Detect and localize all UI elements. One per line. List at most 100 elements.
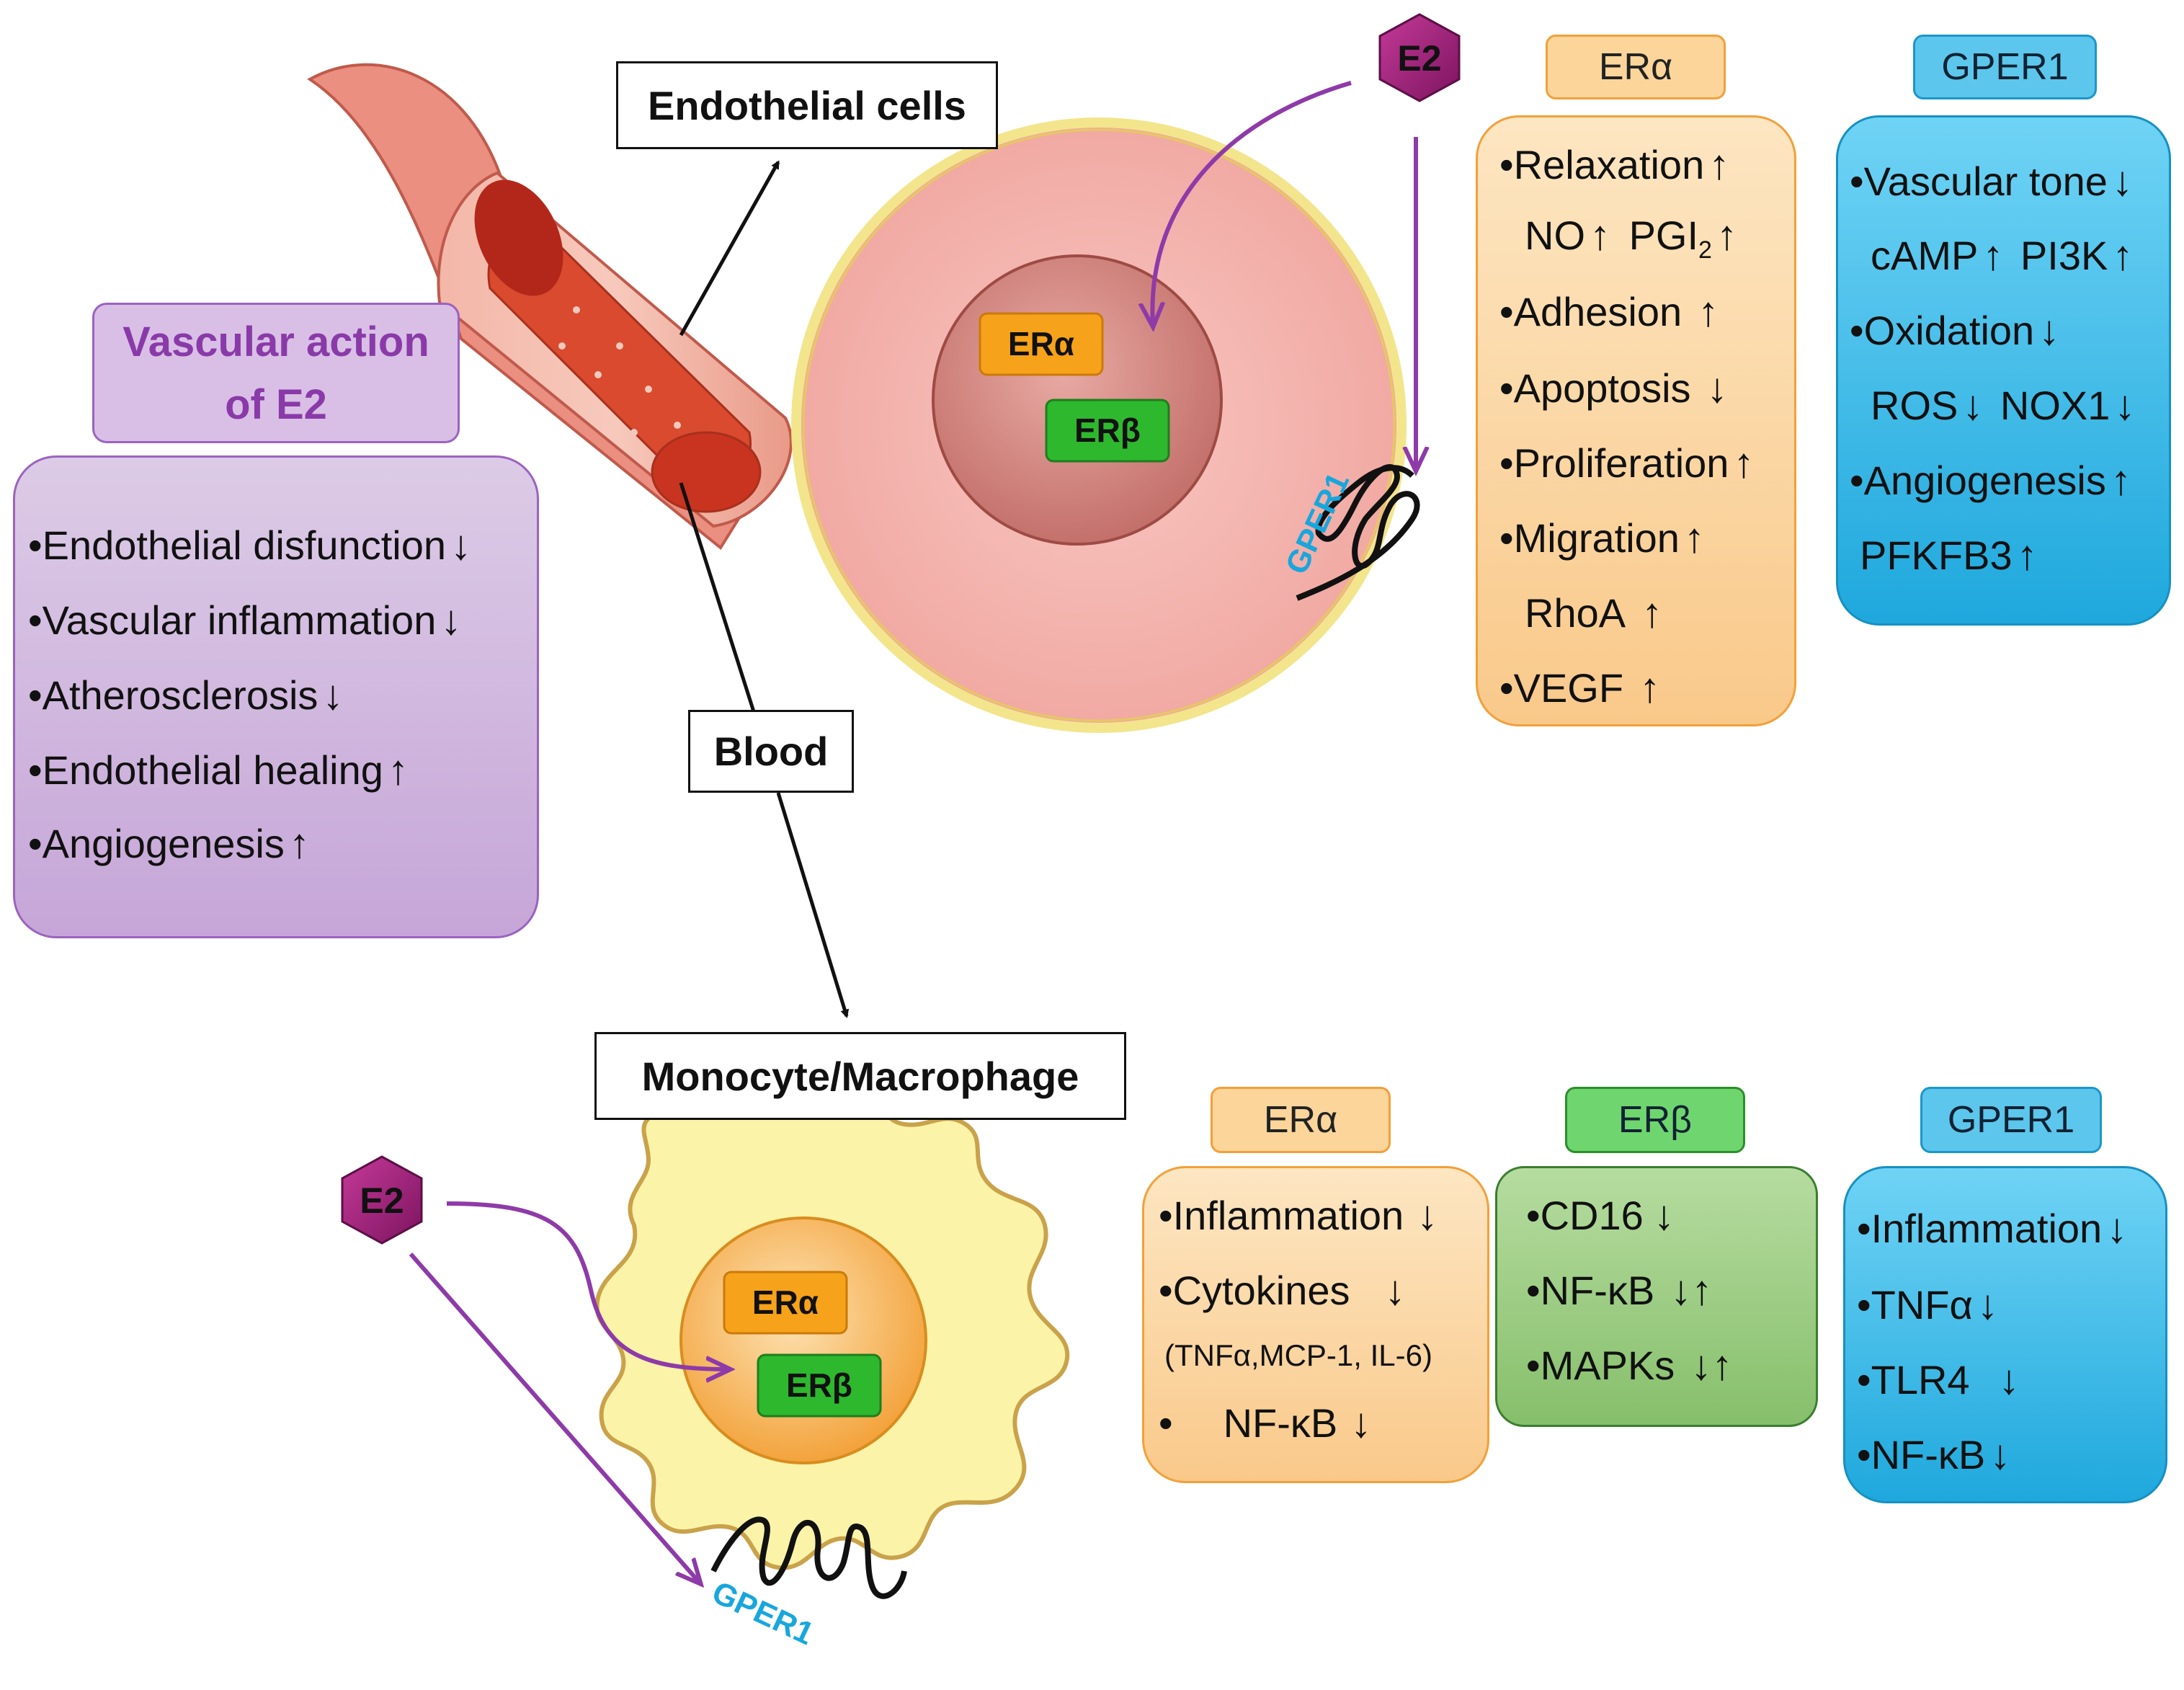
endothelial-cells-label: Endothelial cells [616, 61, 998, 149]
up-arrow-icon: ↑ [1982, 232, 2004, 279]
blood-vessel-illustration [307, 63, 795, 550]
vascular-action-panel: •Endothelial disfunction↓ •Vascular infl… [13, 455, 539, 938]
erb-nfkb-item: •NF-κB↓↑ [1526, 1267, 1713, 1314]
monocyte-cell: ERα ERβ GPER1 [594, 1078, 1070, 1652]
up-arrow-icon: ↑ [1708, 141, 1730, 188]
vascular-action-title: Vascular action of E2 [92, 303, 460, 443]
tnfa-item: •TNFα↓ [1857, 1281, 1998, 1328]
line-vessel-to-blood [679, 482, 759, 721]
up-arrow-icon: ↑ [2112, 232, 2134, 279]
down-arrow-icon: ↓ [1417, 1192, 1438, 1239]
down-arrow-icon: ↓ [322, 672, 344, 719]
down-arrow-icon: ↓ [1706, 365, 1728, 412]
monocyte-nucleus [679, 1217, 927, 1464]
down-arrow-icon: ↓ [1962, 382, 1984, 429]
mono-gper1-header: GPER1 [1920, 1087, 2102, 1153]
mono-gper1-receptor [710, 1516, 907, 1599]
e2-hormone-top: E2 [1378, 13, 1461, 102]
gper-nfkb-item: •NF-κB↓ [1857, 1431, 2011, 1478]
down-arrow-icon: ↓ [2038, 307, 2060, 354]
rhoa-item: RhoA↑ [1525, 590, 1663, 636]
up-arrow-icon: ↑ [1698, 288, 1719, 335]
e2-to-nucleus-arrow [1152, 81, 1352, 324]
up-arrow-icon: ↑ [1716, 212, 1737, 259]
down-arrow-icon: ↓ [440, 597, 462, 644]
mono-era-receptor [723, 1271, 848, 1335]
down-arrow-icon: ↓ [450, 522, 471, 569]
arrow-vessel-to-endothelial [679, 160, 780, 337]
tlr4-item: •TLR4↓ [1857, 1356, 2020, 1403]
svg-text:GPER1: GPER1 [707, 1575, 819, 1652]
mono-era-header: ERα [1211, 1087, 1391, 1153]
down-arrow-icon: ↓ [1384, 1267, 1406, 1314]
blood-label: Blood [688, 710, 854, 793]
proliferation-item: •Proliferation↑ [1499, 440, 1755, 486]
down-arrow-icon: ↓ [1653, 1192, 1675, 1239]
mapks-item: •MAPKs↓↑ [1526, 1342, 1733, 1389]
vascular-title-line2: of E2 [225, 381, 327, 428]
e2-to-mono-nucleus-arrow [446, 1201, 728, 1369]
relaxation-item: •Relaxation↑ [1499, 141, 1730, 188]
gper-inflammation-item: •Inflammation↓ [1857, 1205, 2128, 1252]
migration-item: •Migration↑ [1499, 515, 1705, 561]
up-arrow-icon: ↑ [288, 820, 310, 867]
camp-pi3k-item: cAMP↑ PI3K↑ [1871, 232, 2134, 279]
svg-text:ERα: ERα [1008, 325, 1074, 363]
down-arrow-icon: ↓ [2111, 158, 2133, 205]
svg-text:E2: E2 [1397, 38, 1441, 79]
cytokine-list: (TNFα,MCP-1, IL-6) [1164, 1338, 1432, 1372]
vascular-title-line1: Vascular action [122, 318, 429, 365]
monocyte-macrophage-label: Monocyte/Macrophage [594, 1032, 1126, 1120]
angiogenesis-item: •Angiogenesis↑ [1850, 457, 2131, 504]
mono-erb-panel: •CD16↓ •NF-κB↓↑ •MAPKs↓↑ [1495, 1166, 1818, 1427]
mono-gper1-panel: •Inflammation↓ •TNFα↓ •TLR4↓ •NF-κB↓ [1843, 1166, 2167, 1503]
vascular-item-5: •Angiogenesis↑ [28, 820, 310, 867]
up-arrow-icon: ↑ [1590, 212, 1610, 259]
endo-gper1-panel: •Vascular tone↓ cAMP↑ PI3K↑ •Oxidation↓ … [1836, 115, 2171, 626]
pfkfb3-item: PFKFB3↑ [1860, 532, 2038, 579]
endo-gper1-header: GPER1 [1913, 35, 2097, 99]
vegf-item: •VEGF↑ [1499, 664, 1661, 711]
down-up-arrow-icon: ↓↑ [1690, 1342, 1733, 1389]
down-arrow-icon: ↓ [1976, 1281, 1998, 1328]
vascular-item-2: •Vascular inflammation↓ [28, 597, 462, 644]
ros-nox1-item: ROS↓ NOX1↓ [1871, 382, 2136, 429]
down-arrow-icon: ↓ [1989, 1431, 2011, 1478]
vascular-item-1: •Endothelial disfunction↓ [28, 522, 471, 569]
mono-nfkb-item: •NF-κB↓ [1159, 1400, 1372, 1446]
endo-era-receptor [979, 312, 1104, 376]
endo-era-header: ERα [1546, 35, 1726, 99]
cytokines-item: •Cytokines↓ [1159, 1267, 1406, 1314]
down-arrow-icon: ↓ [2114, 382, 2136, 429]
mono-erb-receptor [757, 1353, 882, 1418]
down-arrow-icon: ↓ [2106, 1205, 2128, 1252]
endo-erb-receptor [1045, 399, 1170, 463]
svg-text:ERβ: ERβ [786, 1366, 852, 1404]
up-arrow-icon: ↑ [2016, 532, 2038, 579]
svg-text:ERβ: ERβ [1074, 412, 1141, 449]
e2-to-mono-gper1-arrow [409, 1253, 699, 1582]
mono-era-panel: •Inflammation↓ •Cytokines↓ (TNFα,MCP-1, … [1142, 1166, 1489, 1483]
vascular-item-4: •Endothelial healing↑ [28, 747, 409, 793]
vascular-item-3: •Atherosclerosis↓ [28, 672, 344, 719]
endo-gper1-receptor [1296, 464, 1420, 601]
endo-era-panel: •Relaxation↑ NO↑ PGI2↑ •Adhesion↑ •Apopt… [1476, 115, 1796, 726]
mono-inflammation-item: •Inflammation↓ [1159, 1192, 1438, 1239]
adhesion-item: •Adhesion↑ [1499, 288, 1719, 335]
up-arrow-icon: ↑ [1683, 515, 1705, 561]
arrow-blood-to-monocyte [776, 792, 850, 1018]
svg-text:E2: E2 [360, 1180, 404, 1221]
up-arrow-icon: ↑ [387, 747, 409, 793]
vascular-tone-item: •Vascular tone↓ [1850, 158, 2133, 205]
up-arrow-icon: ↑ [1733, 440, 1755, 486]
no-pgi-item: NO↑ PGI2↑ [1525, 212, 1737, 264]
svg-text:ERα: ERα [752, 1284, 819, 1321]
down-arrow-icon: ↓ [1350, 1400, 1372, 1446]
down-up-arrow-icon: ↓↑ [1670, 1267, 1713, 1314]
mono-erb-header: ERβ [1565, 1087, 1745, 1153]
endothelial-cell: ERα ERβ GPER1 [791, 117, 1420, 733]
up-arrow-icon: ↑ [1641, 590, 1663, 636]
e2-hormone-bottom: E2 [341, 1155, 423, 1245]
cd16-item: •CD16↓ [1526, 1192, 1675, 1239]
